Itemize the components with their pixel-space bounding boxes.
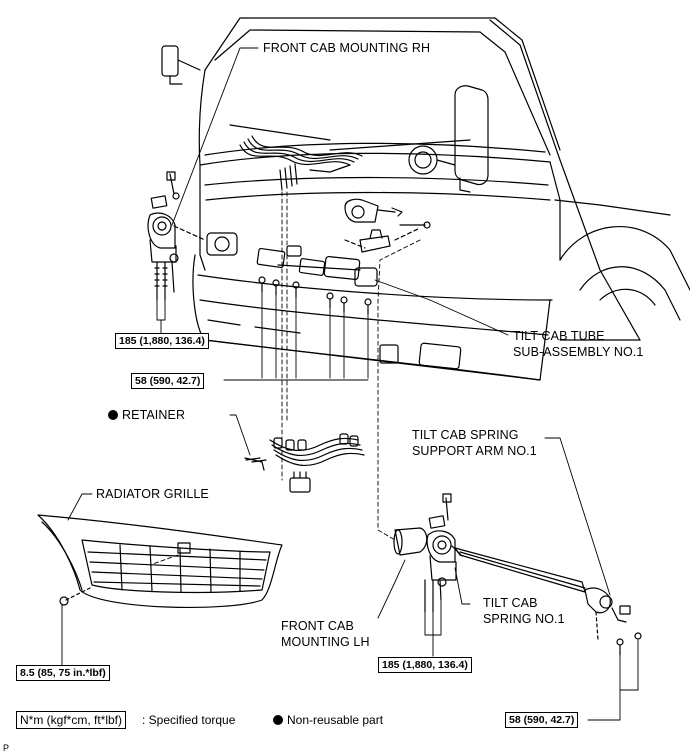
label-tilt-cab-spring-support-line2: SUPPORT ARM NO.1 <box>412 444 537 458</box>
radiator-grille-part <box>37 514 283 608</box>
label-front-cab-mounting-lh-line1: FRONT CAB <box>281 619 354 633</box>
label-front-cab-mounting-rh: FRONT CAB MOUNTING RH <box>263 41 431 55</box>
legend-non-reusable: Non-reusable part <box>273 713 383 727</box>
figure-code: P <box>3 743 10 753</box>
label-tilt-cab-tube-line2: SUB-ASSEMBLY NO.1 <box>513 345 644 359</box>
label-retainer: RETAINER <box>108 408 185 423</box>
legend-non-reusable-text: Non-reusable part <box>287 713 384 727</box>
label-retainer-text: RETAINER <box>122 408 186 422</box>
non-reusable-dot-icon <box>108 410 118 420</box>
label-tilt-cab-spring-line2: SPRING NO.1 <box>483 612 565 626</box>
label-tilt-cab-spring-line1: TILT CAB <box>483 596 538 610</box>
torque-tube-bolts: 58 (590, 42.7) <box>131 373 205 389</box>
label-tilt-cab-spring-support-line1: TILT CAB SPRING <box>412 428 519 442</box>
truck-cab-illustration <box>161 17 690 381</box>
leader-lines <box>61 47 639 721</box>
tilt-cab-spring-part <box>451 545 642 656</box>
rh-side-brackets <box>344 198 431 253</box>
tilt-cab-tube-assembly <box>256 245 378 315</box>
front-cab-mounting-lh-part <box>393 493 457 613</box>
torque-lh-mount: 185 (1,880, 136.4) <box>378 657 472 673</box>
torque-support-arm: 58 (590, 42.7) <box>505 712 579 728</box>
tube-routing-upper <box>239 135 363 191</box>
assembly-dashed-lines <box>149 191 421 566</box>
legend-torque-desc: : Specified torque <box>142 713 236 727</box>
legend-torque-unit: N*m (kgf*cm, ft*lbf) <box>16 711 127 729</box>
legend-dot-icon <box>273 715 283 725</box>
torque-grille: 8.5 (85, 75 in.*lbf) <box>16 665 110 681</box>
label-tilt-cab-tube-line1: TILT CAB TUBE <box>513 329 605 343</box>
retainer-tubes <box>244 433 365 493</box>
torque-rh-mount: 185 (1,880, 136.4) <box>115 333 209 349</box>
front-cab-mounting-rh-part <box>147 171 206 301</box>
label-radiator-grille: RADIATOR GRILLE <box>96 487 209 501</box>
label-front-cab-mounting-lh-line2: MOUNTING LH <box>281 635 370 649</box>
